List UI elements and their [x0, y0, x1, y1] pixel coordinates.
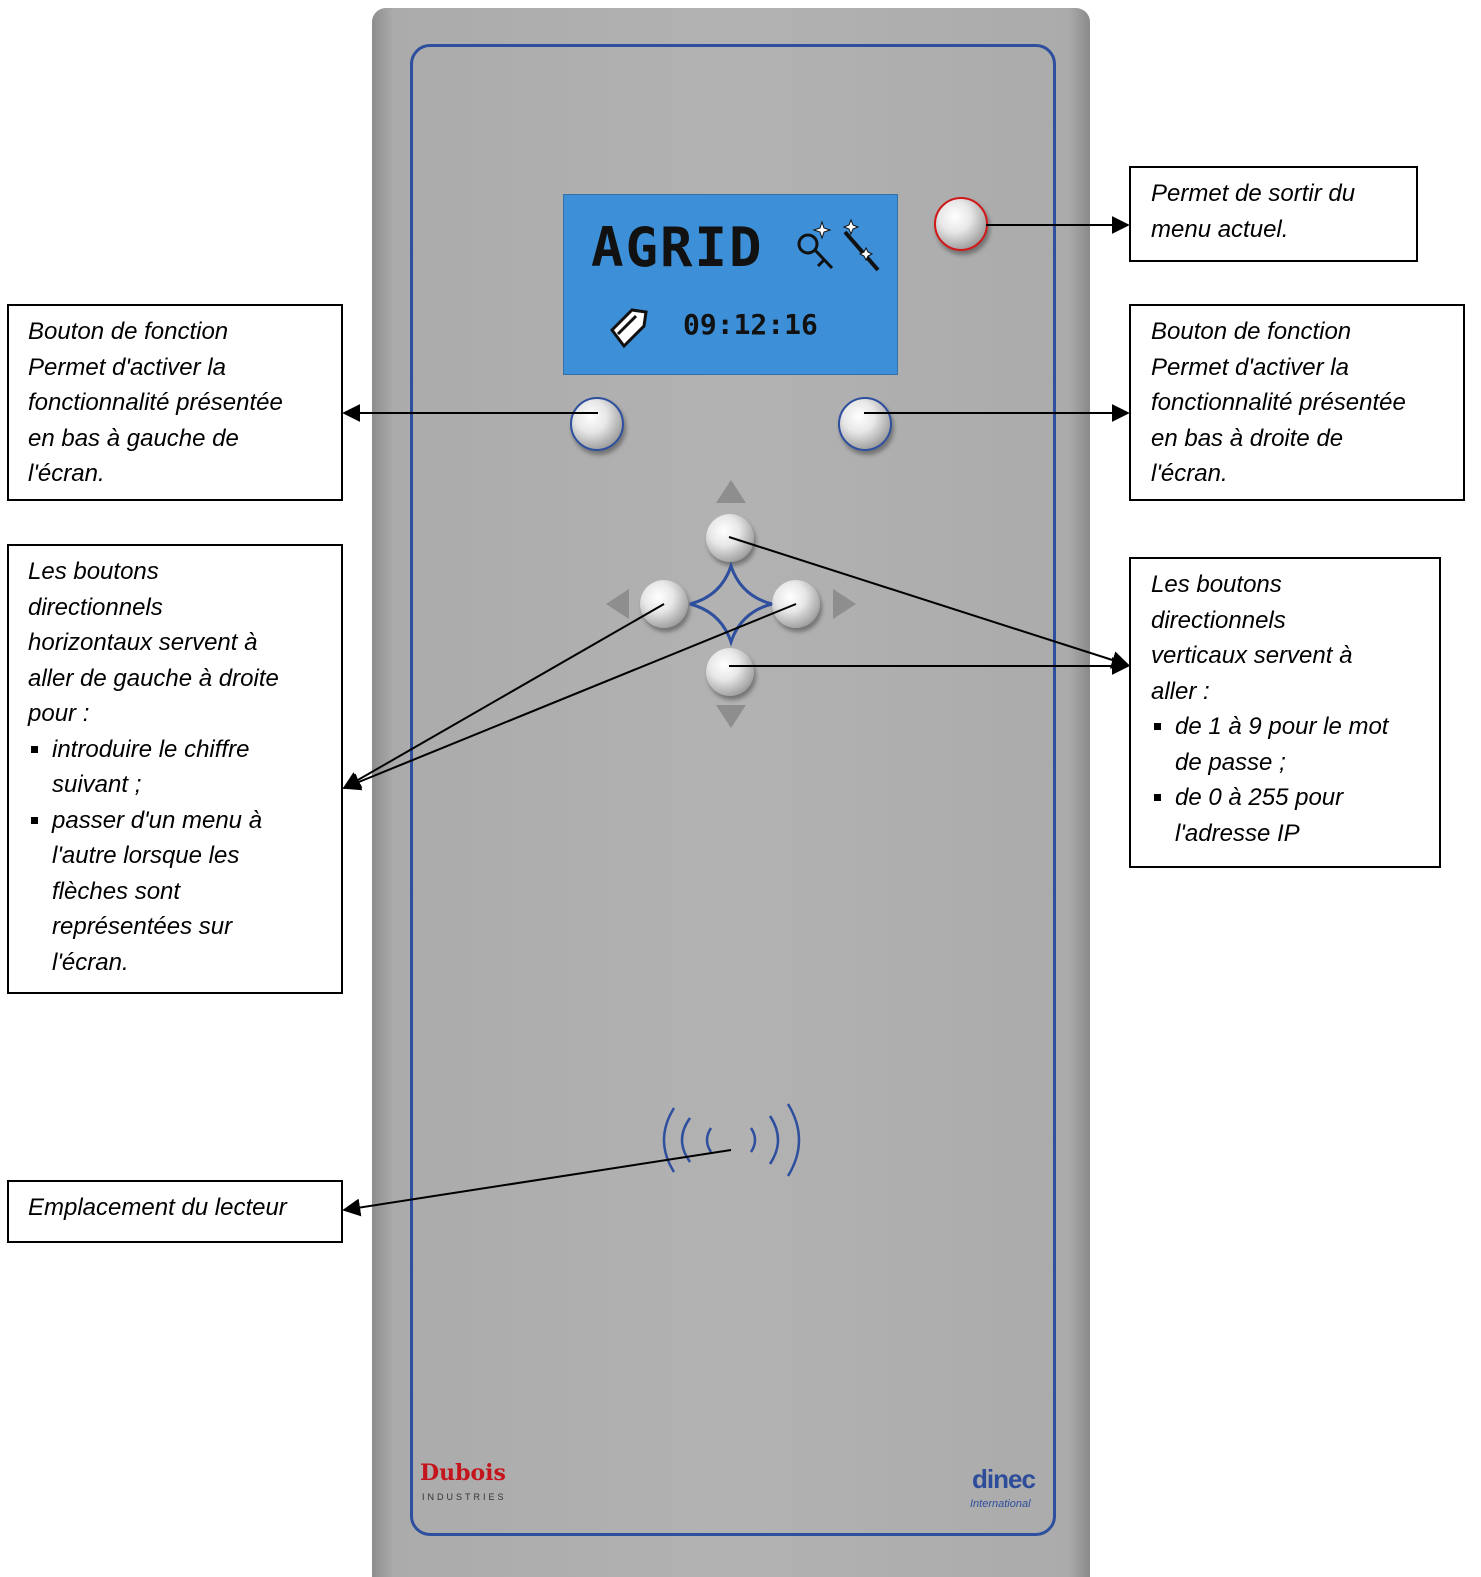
- bullet-line: introduire le chiffre: [52, 735, 250, 763]
- tag-icon: [610, 308, 648, 349]
- up-arrow-icon: [716, 480, 746, 503]
- bullet-line: de 1 à 9 pour le mot: [1175, 713, 1389, 740]
- callout-line: menu actuel.: [1151, 215, 1289, 243]
- bullet-line: de 0 à 255 pour: [1175, 784, 1344, 811]
- callout-line: Permet d'activer la: [28, 353, 226, 381]
- callout-line: Emplacement du lecteur: [28, 1194, 287, 1221]
- callout-line: directionnels: [28, 593, 163, 621]
- bullet-line: passer d'un menu à: [52, 806, 263, 834]
- callout-exit: Permet de sortir du menu actuel.: [1129, 166, 1418, 262]
- right-arrow-icon: [833, 589, 856, 619]
- callout-bullet: de 0 à 255 pour l'adresse IP: [1151, 780, 1427, 851]
- callout-bullet: de 1 à 9 pour le mot de passe ;: [1151, 709, 1427, 780]
- reader-waves-icon: [662, 1103, 801, 1177]
- bullet-line: l'autre lorsque les: [52, 842, 240, 869]
- callout-horizontal-buttons: Les boutons directionnels horizontaux se…: [7, 544, 343, 994]
- direction-star: [684, 561, 778, 647]
- callout-line: fonctionnalité présentée: [1151, 389, 1406, 416]
- dinec-logo: dinec: [972, 1464, 1036, 1494]
- down-button[interactable]: [706, 648, 754, 696]
- callout-line: directionnels: [1151, 606, 1286, 634]
- bullet-line: l'écran.: [52, 948, 129, 976]
- callout-line: horizontaux servent à: [28, 629, 258, 656]
- bullet-line: suivant ;: [52, 771, 142, 798]
- screen-clock: 09:12:16: [683, 308, 818, 341]
- annotation-arrows: [342, 216, 1130, 1217]
- callout-line: verticaux servent à: [1151, 642, 1353, 669]
- down-arrow-icon: [716, 705, 746, 728]
- dubois-logo: Dubois: [420, 1460, 506, 1486]
- callout-line: fonctionnalité présentée: [28, 389, 283, 416]
- callout-function-left: Bouton de fonction Permet d'activer la f…: [7, 304, 343, 501]
- callout-line: Les boutons: [28, 558, 159, 585]
- callout-bullet: passer d'un menu à l'autre lorsque les f…: [28, 803, 329, 981]
- screen-brand: AGRID: [591, 216, 764, 279]
- callout-reader: Emplacement du lecteur: [7, 1180, 343, 1243]
- lcd-screen: [563, 194, 898, 375]
- left-arrow-icon: [606, 589, 629, 619]
- bullet-line: de passe ;: [1175, 748, 1286, 776]
- callout-vertical-buttons: Les boutons directionnels verticaux serv…: [1129, 557, 1441, 868]
- function-right-button[interactable]: [838, 397, 892, 451]
- callout-bullet: introduire le chiffre suivant ;: [28, 732, 329, 803]
- callout-line: aller :: [1151, 677, 1210, 705]
- bullet-line: représentées sur: [52, 913, 233, 940]
- callout-line: pour :: [28, 700, 90, 727]
- callout-line: Permet d'activer la: [1151, 353, 1349, 381]
- dinec-logo-sub: International: [970, 1498, 1031, 1510]
- panel-border: [410, 44, 1056, 1536]
- callout-line: Bouton de fonction: [28, 318, 229, 345]
- callout-function-right: Bouton de fonction Permet d'activer la f…: [1129, 304, 1465, 501]
- callout-line: Bouton de fonction: [1151, 318, 1352, 345]
- bullet-line: flèches sont: [52, 877, 181, 905]
- function-left-button[interactable]: [570, 397, 624, 451]
- callout-line: aller de gauche à droite: [28, 664, 279, 692]
- callout-line: l'écran.: [1151, 460, 1228, 487]
- callout-line: l'écran.: [28, 460, 105, 487]
- callout-line: Les boutons: [1151, 571, 1282, 598]
- callout-line: en bas à gauche de: [28, 424, 239, 452]
- dubois-logo-sub: INDUSTRIES: [422, 1492, 507, 1502]
- key-wand-icon: [797, 218, 880, 272]
- callout-line: Permet de sortir du: [1151, 180, 1356, 207]
- bullet-line: l'adresse IP: [1175, 819, 1300, 847]
- callout-line: en bas à droite de: [1151, 424, 1344, 452]
